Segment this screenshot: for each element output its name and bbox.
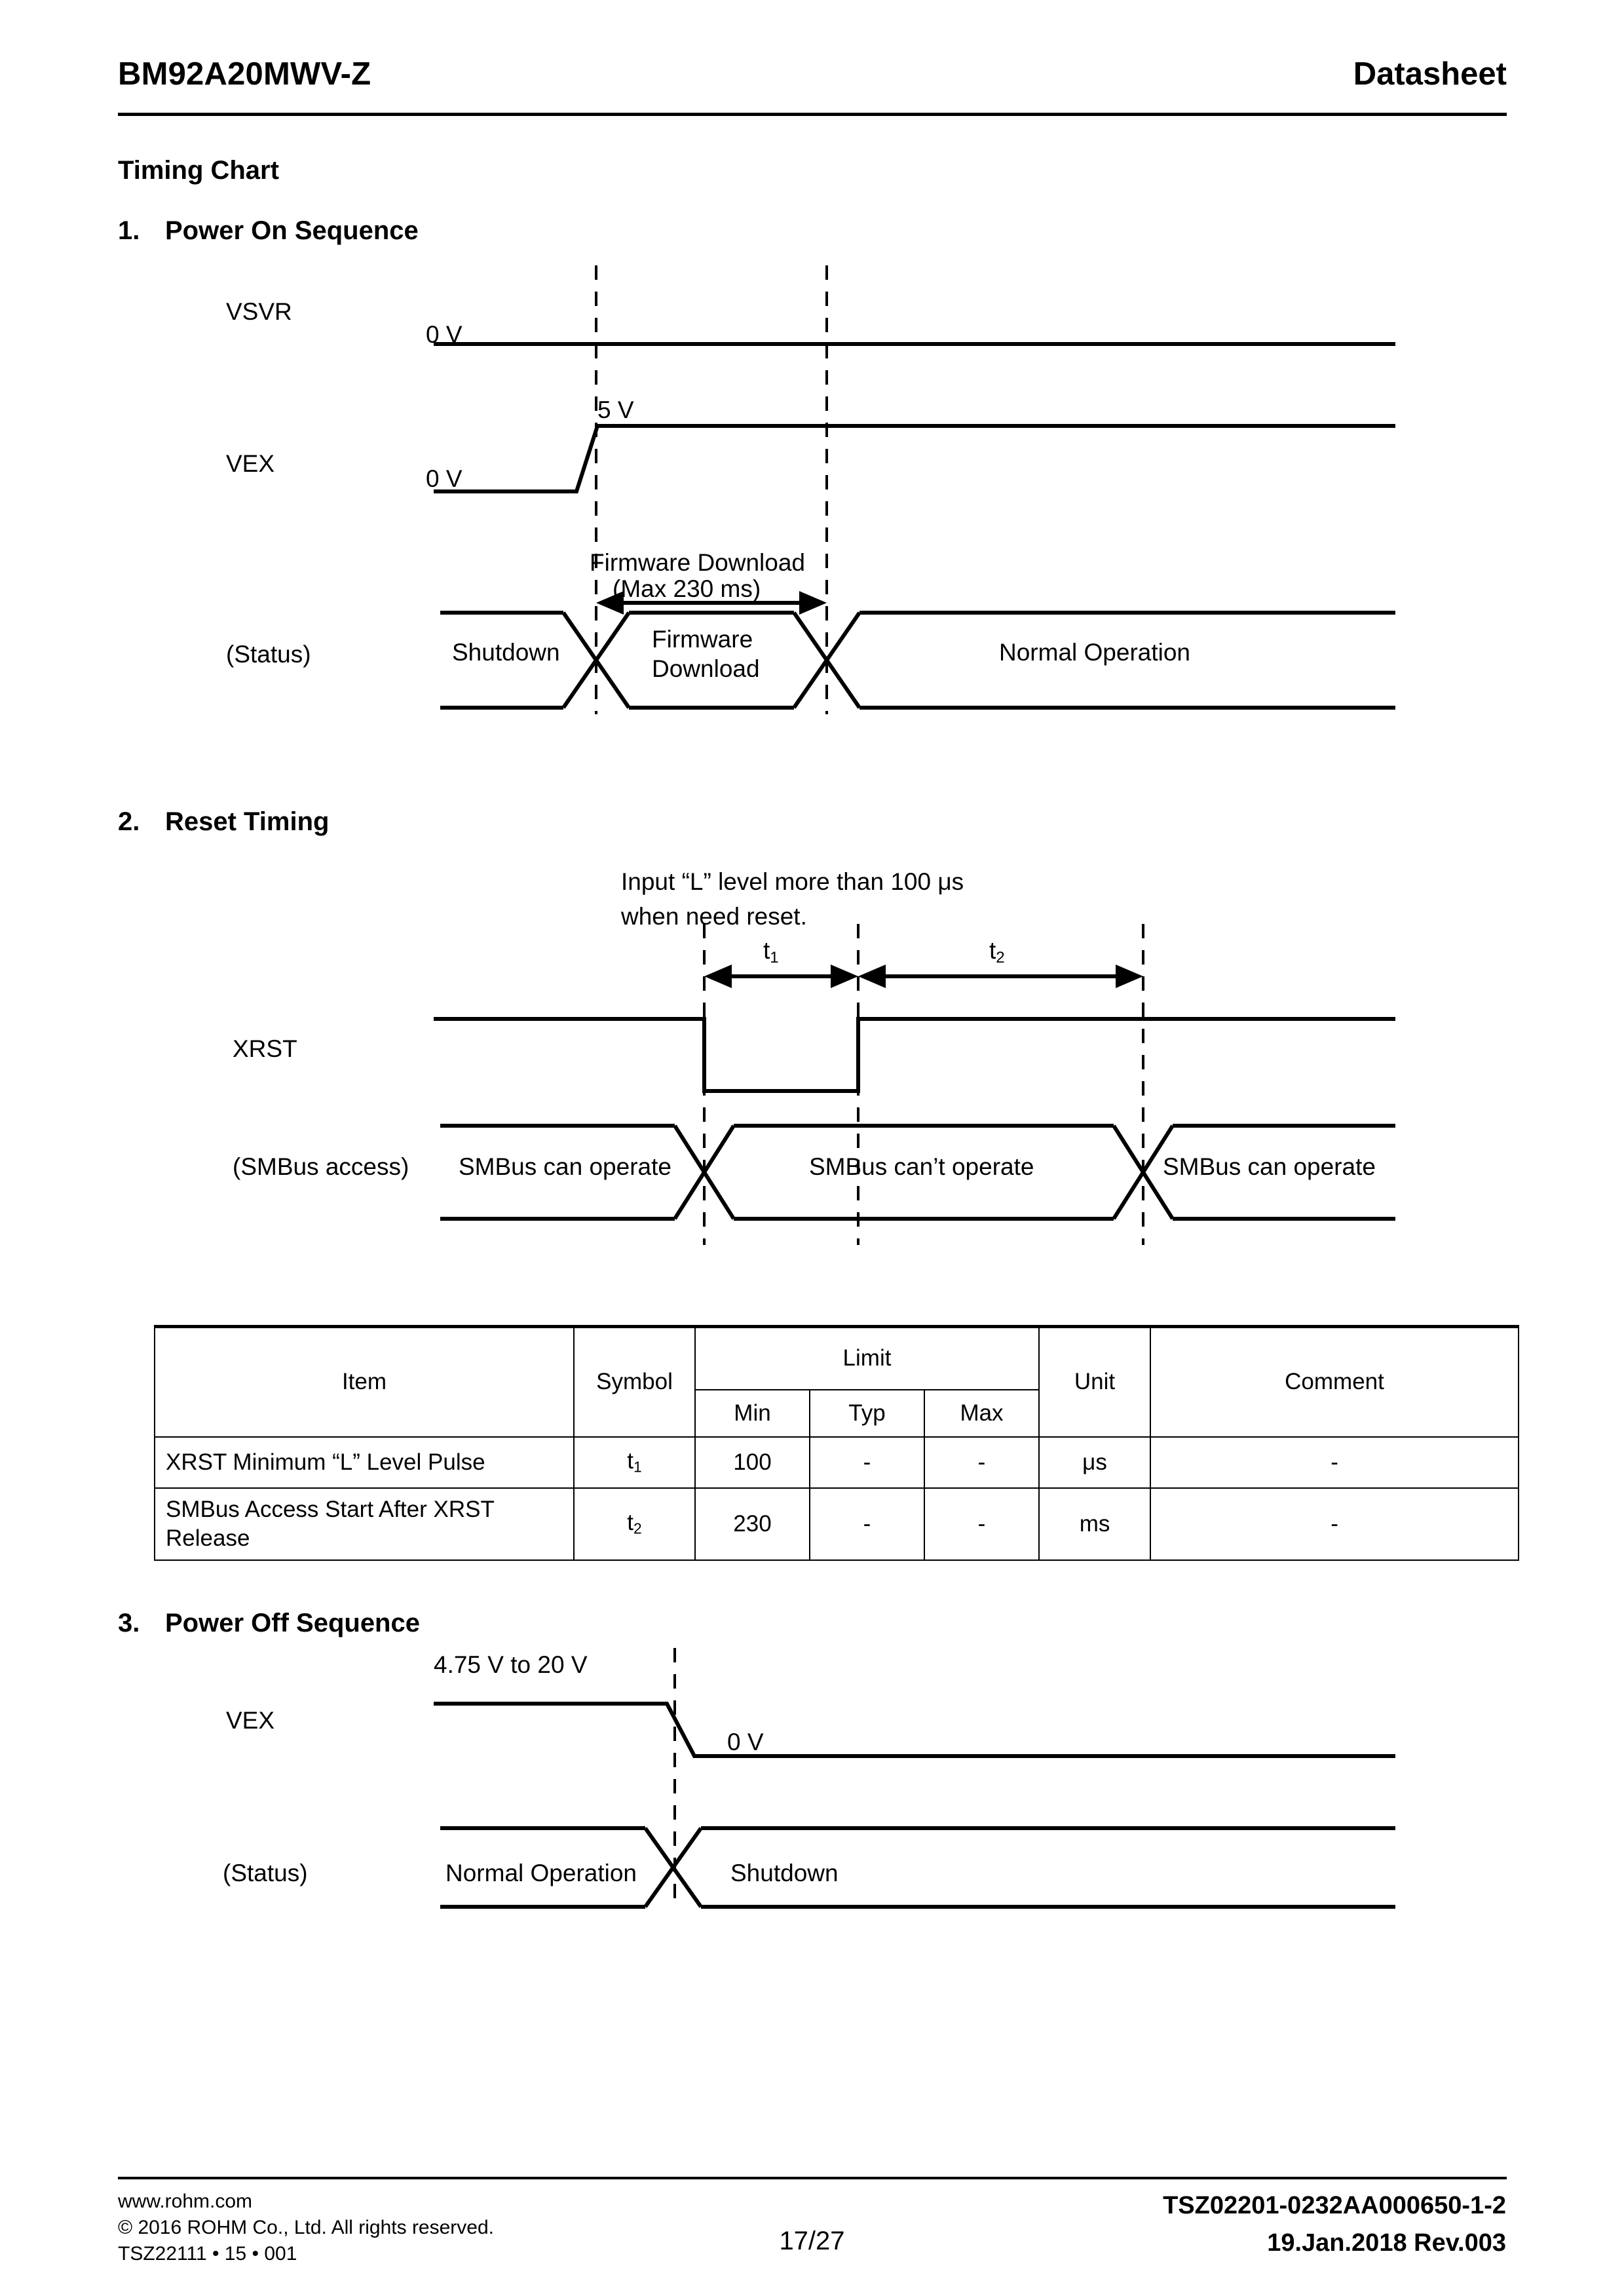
footer-left-block: www.rohm.com © 2016 ROHM Co., Ltd. All r… bbox=[118, 2189, 494, 2267]
table-row: XRST Minimum “L” Level Pulse t1 100 - - … bbox=[154, 1436, 1520, 1489]
smbus-state-2: SMBus can’t operate bbox=[809, 1153, 1034, 1180]
page-title: Timing Chart bbox=[118, 156, 279, 185]
signal-label-status: (Status) bbox=[226, 641, 311, 668]
vex-low-level-label: 0 V bbox=[426, 465, 463, 492]
t2-base: t bbox=[989, 937, 996, 964]
status-state-firmware-line2: Download bbox=[652, 655, 760, 682]
smbus-state-1: SMBus can operate bbox=[459, 1153, 671, 1180]
table-header-unit: Unit bbox=[1038, 1325, 1152, 1438]
document-type: Datasheet bbox=[1353, 56, 1507, 92]
section-3-title: Power Off Sequence bbox=[165, 1609, 420, 1637]
poff-vex-waveform bbox=[434, 1702, 1395, 1758]
signal-label-vsvr: VSVR bbox=[226, 298, 292, 325]
poff-status-state-2: Shutdown bbox=[730, 1860, 839, 1886]
fw-download-annotation-line2: (Max 230 ms) bbox=[613, 575, 761, 602]
poff-signal-label-status: (Status) bbox=[223, 1860, 308, 1886]
t2-symbol-label: t2 bbox=[989, 937, 1005, 967]
t2-subscript: 2 bbox=[996, 949, 1005, 966]
row-1-typ: - bbox=[809, 1487, 925, 1561]
footer-copyright: © 2016 ROHM Co., Ltd. All rights reserve… bbox=[118, 2216, 494, 2238]
part-number: BM92A20MWV-Z bbox=[118, 56, 371, 92]
status-state-firmware-line1: Firmware bbox=[652, 626, 753, 653]
t1-subscript: 1 bbox=[770, 949, 779, 966]
signal-label-smbus: (SMBus access) bbox=[233, 1153, 409, 1180]
row-0-min: 100 bbox=[694, 1436, 810, 1489]
status-bus bbox=[440, 611, 1395, 710]
section-1-number: 1. bbox=[118, 216, 140, 245]
row-1-min: 230 bbox=[694, 1487, 810, 1561]
t1-symbol-label: t1 bbox=[763, 937, 779, 967]
row-1-item: SMBus Access Start After XRST Release bbox=[154, 1487, 575, 1561]
fw-download-annotation-line1: Firmware Download bbox=[590, 549, 805, 576]
row-0-symbol-sub: 1 bbox=[633, 1458, 642, 1476]
reset-timing-spec-table: Item Symbol Limit Unit Comment Min Typ M… bbox=[154, 1325, 1520, 1561]
table-header-typ: Typ bbox=[809, 1388, 925, 1438]
poff-vex-low-level: 0 V bbox=[727, 1729, 764, 1755]
power-off-sequence-diagram bbox=[434, 1648, 1395, 1910]
xrst-waveform bbox=[434, 1017, 1395, 1093]
smbus-bus bbox=[440, 1124, 1395, 1221]
page-header: BM92A20MWV-Z Datasheet bbox=[118, 56, 1507, 108]
footer-divider bbox=[118, 2177, 1507, 2179]
t2-arrow-right bbox=[1116, 965, 1143, 988]
section-1-title: Power On Sequence bbox=[165, 216, 419, 245]
poff-signal-label-vex: VEX bbox=[226, 1707, 275, 1734]
section-2-number: 2. bbox=[118, 807, 140, 836]
row-0-symbol-base: t bbox=[627, 1448, 634, 1474]
section-2-title: Reset Timing bbox=[165, 807, 330, 836]
vex-waveform bbox=[434, 424, 1395, 493]
row-1-symbol-base: t bbox=[627, 1510, 634, 1536]
table-header-max: Max bbox=[923, 1388, 1040, 1438]
footer-right-block: TSZ02201-0232AA000650-1-2 19.Jan.2018 Re… bbox=[1163, 2187, 1506, 2262]
signal-label-xrst: XRST bbox=[233, 1035, 297, 1062]
table-header-limit: Limit bbox=[694, 1325, 1040, 1390]
reset-note-line1: Input “L” level more than 100 μs bbox=[621, 868, 964, 895]
t1-arrow-left bbox=[704, 965, 732, 988]
row-0-unit: μs bbox=[1038, 1436, 1152, 1489]
power-on-sequence-diagram bbox=[434, 265, 1395, 714]
table-header-item: Item bbox=[154, 1325, 575, 1438]
fw-duration-arrow-right bbox=[799, 591, 827, 615]
row-0-typ: - bbox=[809, 1436, 925, 1489]
poff-status-state-1: Normal Operation bbox=[445, 1860, 637, 1886]
row-0-symbol: t1 bbox=[573, 1436, 696, 1489]
status-state-normal-operation: Normal Operation bbox=[999, 639, 1191, 666]
header-divider bbox=[118, 113, 1507, 116]
poff-vex-high-level: 4.75 V to 20 V bbox=[434, 1651, 588, 1678]
t2-arrow-left bbox=[858, 965, 886, 988]
footer-page-number: 17/27 bbox=[779, 2227, 845, 2255]
row-1-symbol: t2 bbox=[573, 1487, 696, 1561]
row-1-comment: - bbox=[1150, 1487, 1520, 1561]
row-1-symbol-sub: 2 bbox=[633, 1520, 642, 1537]
fw-duration-arrow-left bbox=[596, 591, 624, 615]
reset-note-line2: when need reset. bbox=[621, 903, 807, 930]
table-header-min: Min bbox=[694, 1388, 810, 1438]
signal-label-vex: VEX bbox=[226, 450, 275, 477]
status-state-shutdown: Shutdown bbox=[452, 639, 560, 666]
footer-tsz-number: TSZ02201-0232AA000650-1-2 bbox=[1163, 2192, 1506, 2219]
row-0-comment: - bbox=[1150, 1436, 1520, 1489]
footer-url: www.rohm.com bbox=[118, 2191, 253, 2212]
table-row: SMBus Access Start After XRST Release t2… bbox=[154, 1487, 1520, 1561]
row-1-max: - bbox=[923, 1487, 1040, 1561]
poff-status-bus bbox=[440, 1826, 1395, 1909]
t1-arrow-right bbox=[831, 965, 858, 988]
row-0-max: - bbox=[923, 1436, 1040, 1489]
row-0-item: XRST Minimum “L” Level Pulse bbox=[154, 1436, 575, 1489]
footer-doc-code: TSZ22111 • 15 • 001 bbox=[118, 2242, 297, 2265]
smbus-state-3: SMBus can operate bbox=[1163, 1153, 1376, 1180]
vex-high-level-label: 5 V bbox=[597, 396, 634, 423]
t1-base: t bbox=[763, 937, 770, 964]
footer-revision: 19.Jan.2018 Rev.003 bbox=[1267, 2229, 1506, 2257]
row-1-unit: ms bbox=[1038, 1487, 1152, 1561]
table-header-symbol: Symbol bbox=[573, 1325, 696, 1438]
reset-timing-diagram bbox=[434, 924, 1395, 1245]
table-header-comment: Comment bbox=[1150, 1325, 1520, 1438]
section-3-number: 3. bbox=[118, 1609, 140, 1637]
